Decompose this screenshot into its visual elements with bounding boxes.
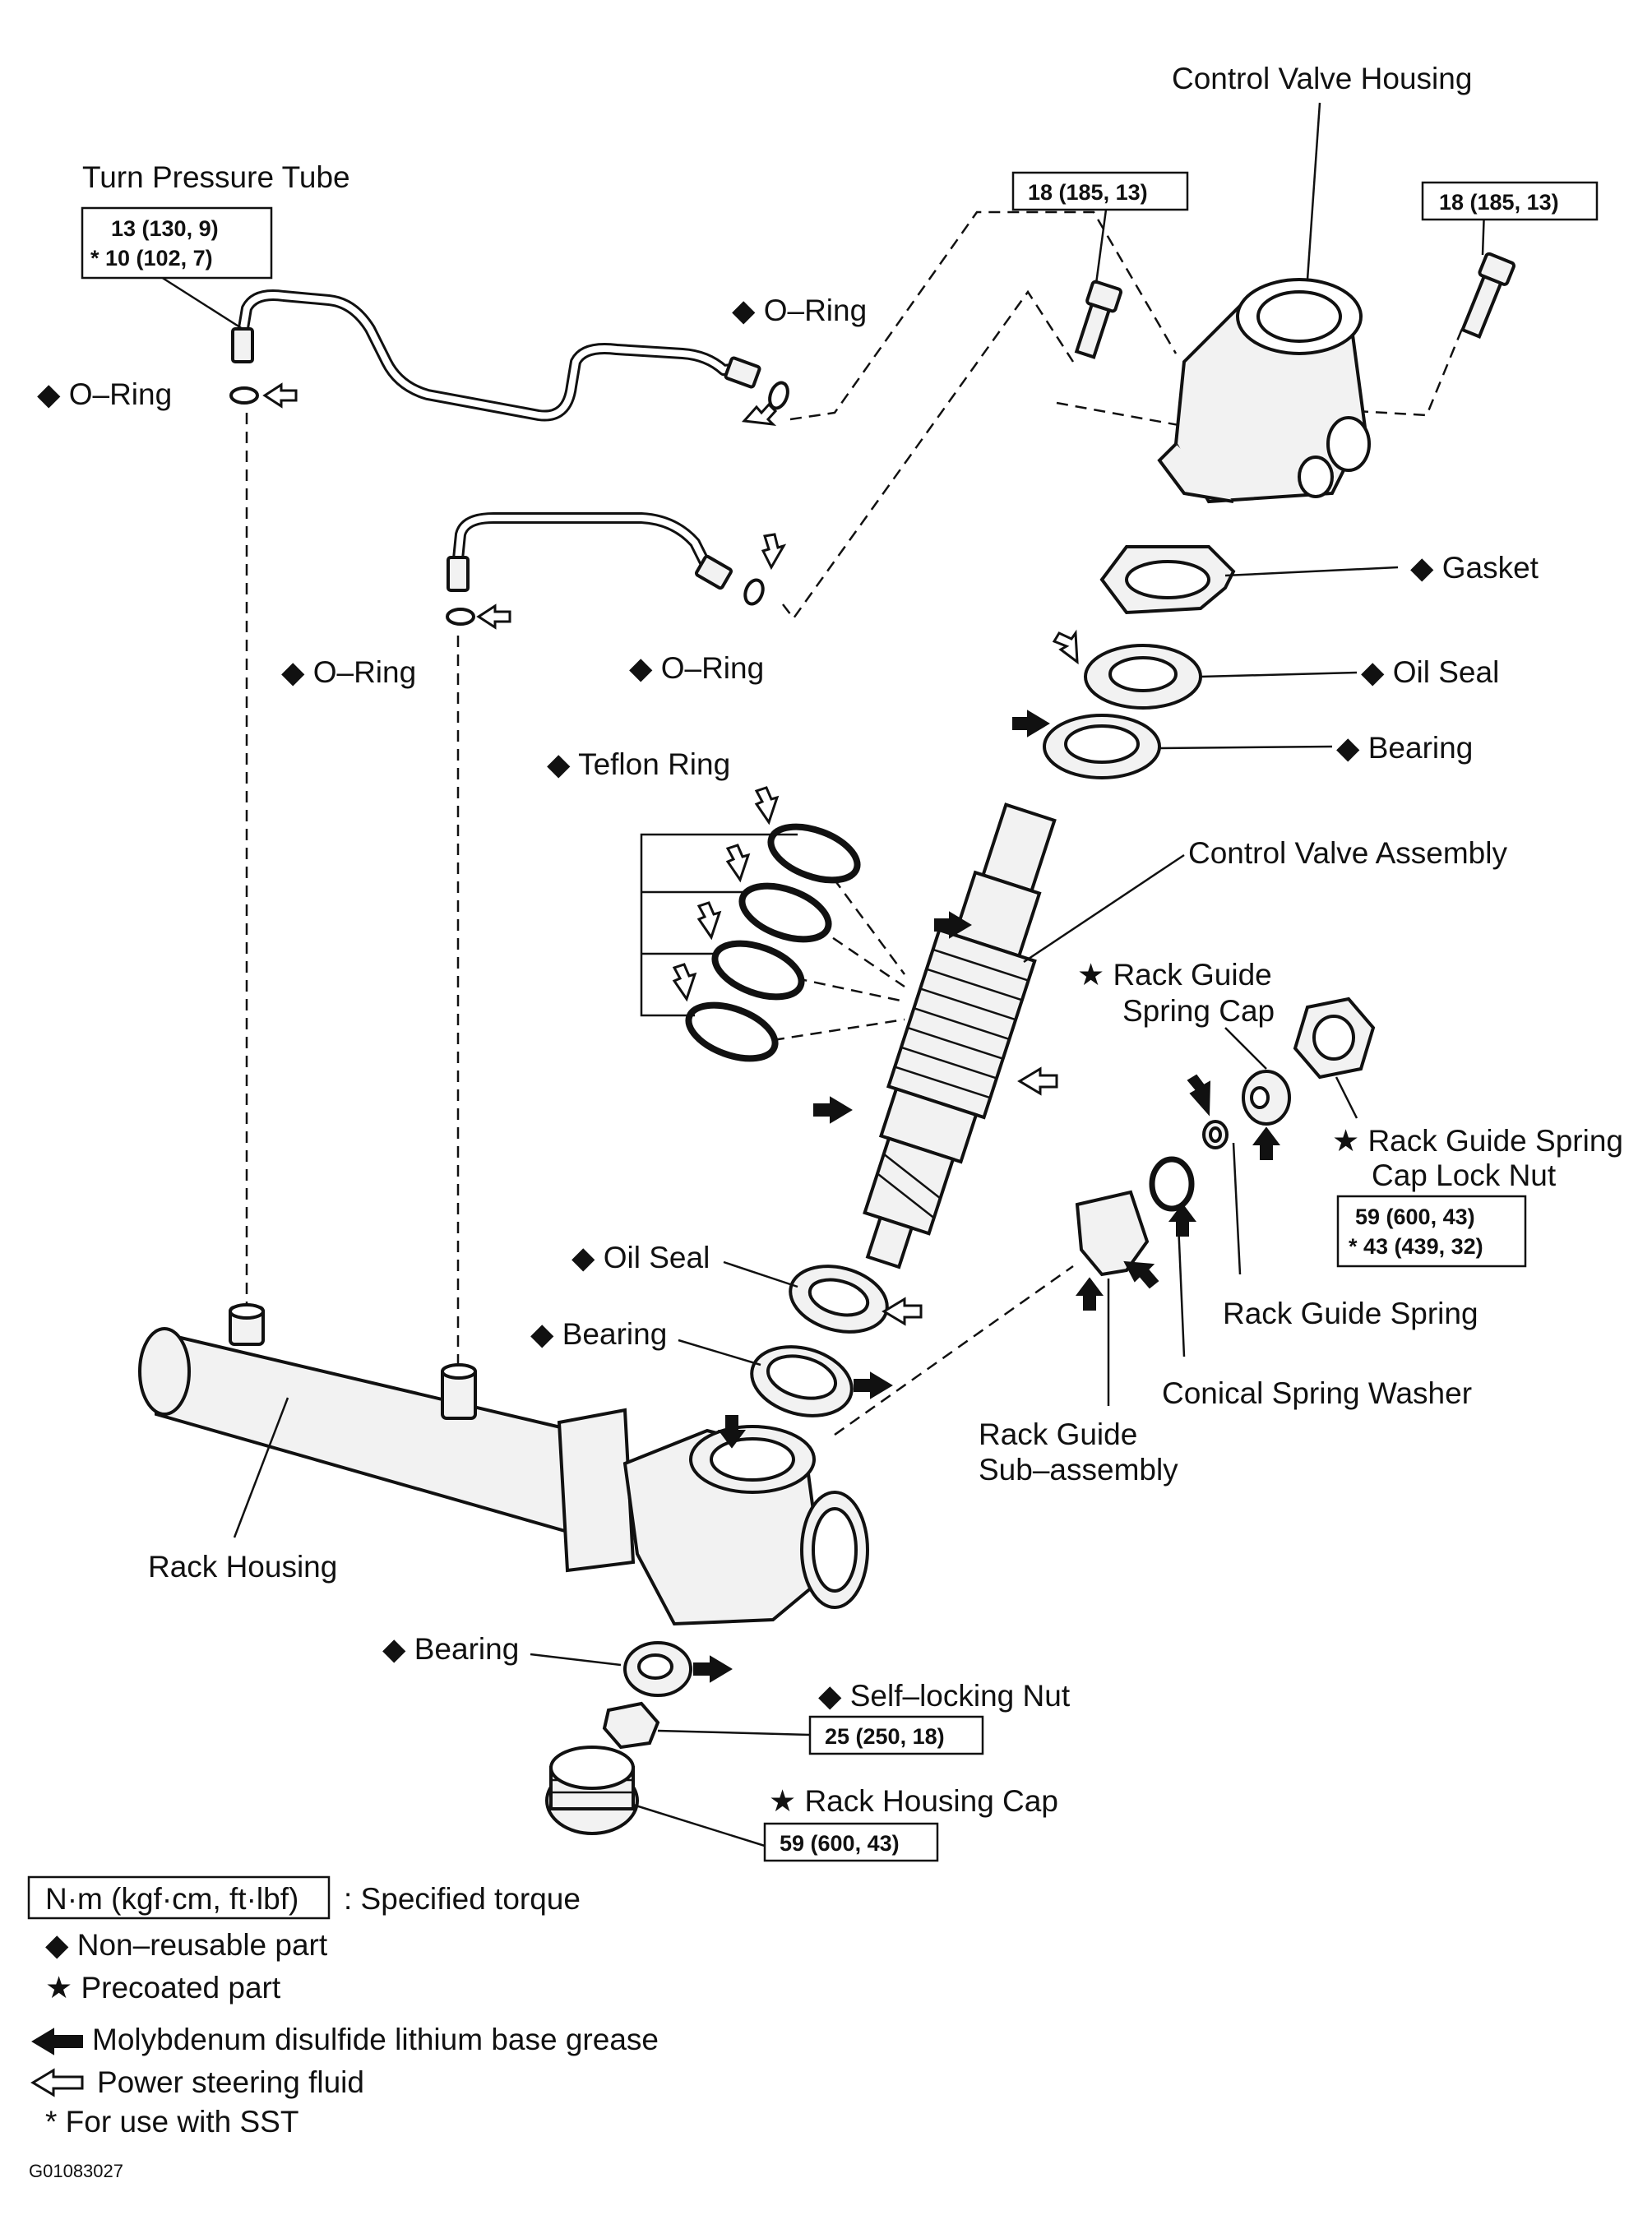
label-conical-spring-washer: Conical Spring Washer bbox=[1162, 1376, 1472, 1410]
torque-boxes: 13 (130, 9) * 10 (102, 7) 18 (185, 13) 1… bbox=[81, 171, 1599, 1862]
fluid-arrow-icon bbox=[741, 402, 778, 426]
label-control-valve-housing: Control Valve Housing bbox=[1172, 62, 1472, 95]
label-o-ring-mid-left: ◆ O–Ring bbox=[281, 655, 416, 689]
grease-arrow-icon bbox=[693, 1655, 733, 1683]
lower-parts bbox=[545, 1641, 692, 1835]
legend-torque-unit: N·m (kgf·cm, ft·lbf) bbox=[45, 1882, 298, 1916]
label-oil-seal-lower: ◆ Oil Seal bbox=[571, 1241, 710, 1274]
fluid-arrow-icon bbox=[672, 963, 697, 1002]
torque-lock-nut-1: 59 (600, 43) bbox=[1355, 1205, 1475, 1229]
label-bearing-mid: ◆ Bearing bbox=[530, 1317, 667, 1351]
label-oil-seal-upper: ◆ Oil Seal bbox=[1361, 655, 1499, 689]
rack-housing bbox=[138, 1303, 869, 1626]
fluid-arrow-icon bbox=[725, 844, 751, 883]
fluid-arrow-icon bbox=[754, 786, 780, 825]
legend-torque-desc: : Specified torque bbox=[344, 1882, 581, 1916]
turn-pressure-tube bbox=[231, 289, 761, 422]
label-bearing-lower: ◆ Bearing bbox=[382, 1632, 519, 1666]
lubrication-arrows bbox=[262, 382, 1280, 1683]
grease-arrow-icon bbox=[1187, 1074, 1211, 1117]
label-rack-guide-spring: Rack Guide Spring bbox=[1223, 1297, 1478, 1330]
legend-power-steering-fluid: Power steering fluid bbox=[97, 2065, 364, 2099]
torque-rack-housing-cap: 59 (600, 43) bbox=[780, 1831, 900, 1856]
label-rack-guide-sub-assembly-2: Sub–assembly bbox=[979, 1453, 1178, 1487]
fluid-arrow-icon bbox=[30, 2068, 84, 2097]
fluid-arrow-icon bbox=[1017, 1066, 1058, 1096]
legend-sst: * For use with SST bbox=[45, 2105, 298, 2139]
grease-arrow-icon bbox=[1076, 1277, 1104, 1311]
control-valve-bolts bbox=[1074, 252, 1515, 359]
control-valve-assembly bbox=[863, 802, 1057, 1269]
o-rings bbox=[229, 381, 789, 626]
torque-bolt-left: 18 (185, 13) bbox=[1028, 180, 1148, 205]
grease-arrow-icon bbox=[1168, 1203, 1196, 1237]
label-rack-guide-spring-cap-lock-nut-2: Cap Lock Nut bbox=[1372, 1158, 1557, 1192]
fluid-arrow-icon bbox=[696, 901, 722, 941]
teflon-rings bbox=[685, 823, 861, 1062]
grease-arrow-icon bbox=[854, 1371, 893, 1399]
figure-id: G01083027 bbox=[29, 2161, 123, 2181]
torque-turn-tube-2: * 10 (102, 7) bbox=[90, 246, 213, 271]
label-rack-guide-sub-assembly-1: Rack Guide bbox=[979, 1417, 1137, 1451]
rack-guide-spring-cap-group bbox=[1075, 997, 1376, 1277]
label-o-ring-mid: ◆ O–Ring bbox=[629, 651, 764, 685]
fluid-arrow-icon bbox=[1052, 629, 1079, 665]
legend-precoated: ★ Precoated part bbox=[45, 1971, 281, 2005]
fluid-arrow-icon bbox=[262, 382, 298, 409]
label-self-locking-nut: ◆ Self–locking Nut bbox=[818, 1679, 1071, 1713]
torque-turn-tube-1: 13 (130, 9) bbox=[111, 216, 219, 241]
leader-lines bbox=[151, 102, 1486, 1847]
fluid-arrow-icon bbox=[476, 603, 511, 630]
legend-molybdenum: Molybdenum disulfide lithium base grease bbox=[92, 2023, 659, 2056]
label-rack-guide-spring-cap-lock-nut-1: ★ Rack Guide Spring bbox=[1332, 1124, 1623, 1158]
fluid-arrow-icon bbox=[761, 533, 787, 571]
label-bearing-upper: ◆ Bearing bbox=[1336, 731, 1473, 765]
legend-non-reusable: ◆ Non–reusable part bbox=[45, 1928, 328, 1962]
legend: N·m (kgf·cm, ft·lbf) : Specified torque … bbox=[27, 1875, 659, 2181]
lower-seal-stack bbox=[750, 1265, 889, 1417]
upper-seal-stack bbox=[1043, 545, 1236, 779]
grease-arrow-icon bbox=[813, 1096, 853, 1124]
torque-lock-nut-2: * 43 (439, 32) bbox=[1349, 1234, 1483, 1259]
grease-arrow-icon bbox=[718, 1415, 746, 1449]
label-rack-housing-cap: ★ Rack Housing Cap bbox=[769, 1784, 1058, 1818]
label-rack-guide-spring-cap-1: ★ Rack Guide bbox=[1077, 958, 1272, 992]
label-teflon-ring: ◆ Teflon Ring bbox=[547, 747, 730, 781]
torque-bolt-right: 18 (185, 13) bbox=[1439, 190, 1559, 215]
label-rack-guide-spring-cap-2: Spring Cap bbox=[1122, 994, 1275, 1028]
label-turn-pressure-tube: Turn Pressure Tube bbox=[82, 160, 350, 194]
label-o-ring-top: ◆ O–Ring bbox=[732, 294, 867, 327]
return-pressure-tube bbox=[447, 512, 733, 592]
grease-arrow-icon bbox=[1012, 710, 1050, 738]
torque-self-locking-nut: 25 (250, 18) bbox=[825, 1724, 945, 1749]
label-control-valve-assembly: Control Valve Assembly bbox=[1188, 836, 1507, 870]
grease-arrow-icon bbox=[31, 2028, 83, 2055]
label-rack-housing: Rack Housing bbox=[148, 1550, 337, 1584]
label-gasket: ◆ Gasket bbox=[1410, 551, 1539, 585]
grease-arrow-icon bbox=[1123, 1260, 1159, 1289]
control-valve-housing bbox=[1157, 278, 1371, 504]
part-labels: Turn Pressure Tube Control Valve Housing… bbox=[37, 62, 1623, 1818]
grease-arrow-icon bbox=[934, 911, 972, 939]
grease-arrow-icon bbox=[1252, 1126, 1280, 1160]
fluid-arrow-icon bbox=[882, 1297, 923, 1326]
label-o-ring-left: ◆ O–Ring bbox=[37, 377, 172, 411]
